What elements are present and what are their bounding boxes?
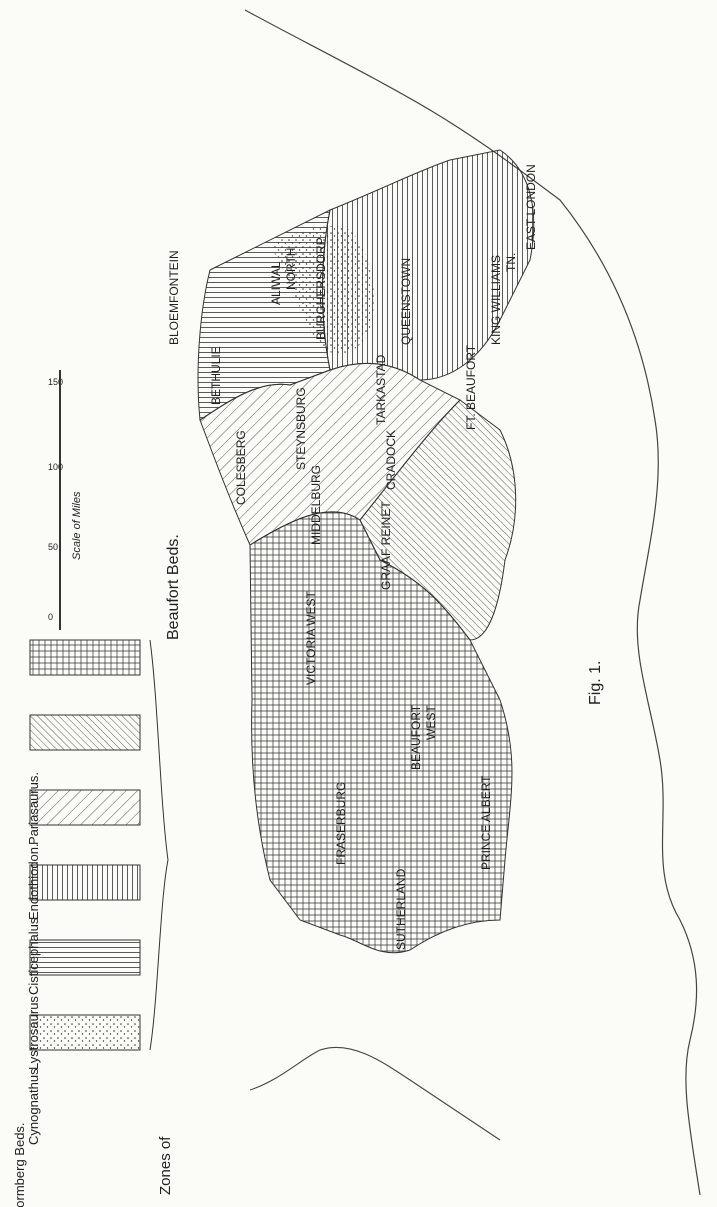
place-graaf-reinet: GRAAF REINET: [379, 501, 393, 590]
legend-swatch-stormberg-beds: [29, 1014, 141, 1051]
figure-label: Fig. 1.: [587, 661, 604, 705]
place-king-williams: KING WILLIAMS: [489, 255, 503, 345]
place-tn: TN.: [504, 253, 518, 272]
place-east-london: EAST LONDON: [524, 164, 538, 250]
legend: Stormberg Beds. Cynognathus Lystrosaurus…: [12, 534, 182, 1207]
legend-label-pariasaurus: Pariasaurus.: [26, 772, 41, 845]
place-steynsburg: STEYNSBURG: [294, 387, 308, 470]
place-cradock: CRADOCK: [384, 430, 398, 490]
legend-swatch-lystrosaurus: [29, 864, 141, 901]
legend-swatch-cisticephalus: [29, 789, 141, 826]
place-sutherland: SUTHERLAND: [394, 868, 408, 950]
scale-tick-100: 100: [48, 462, 63, 472]
place-fraserburg: FRASERBURG: [334, 782, 348, 865]
place-bloemfontein: BLOEMFONTEIN: [167, 250, 181, 345]
legend-swatch-endothiodon: [29, 714, 141, 751]
place-west: WEST: [424, 705, 438, 740]
place-queenstown: QUEENSTOWN: [399, 258, 413, 345]
legend-swatch-pariasaurus: [29, 639, 141, 676]
place-aliwal: ALIWAL: [269, 261, 283, 305]
place-bethulie: BETHULIE: [209, 346, 223, 405]
legend-group-title: Beaufort Beds.: [165, 534, 182, 640]
place-north: NORTH: [284, 248, 298, 290]
legend-label-stormberg-beds: Stormberg Beds.: [12, 1122, 27, 1207]
place-prince-albert: PRINCE ALBERT: [479, 775, 493, 870]
place-ft-beaufort: FT. BEAUFORT: [464, 344, 478, 430]
place-burghersdorp: BURGHERSDORP: [314, 237, 328, 340]
scale-tick-150: 150: [48, 377, 63, 387]
place-beaufort: BEAUFORT: [409, 704, 423, 770]
place-colesberg: COLESBERG: [234, 430, 248, 505]
legend-group-prefix: Zones of: [157, 1136, 174, 1195]
legend-swatch-cynognathus: [29, 939, 141, 976]
scale-tick-0: 0: [48, 612, 53, 622]
legend-label-lystrosaurus: Lystrosaurus: [26, 996, 41, 1070]
legend-label-cynognathus: Cynognathus: [26, 1068, 41, 1145]
scale-tick-50: 50: [48, 542, 58, 552]
place-labels: BLOEMFONTEIN ALIWAL NORTH BETHULIE BURGH…: [167, 164, 538, 950]
place-tarkastad: TARKASTAD: [374, 354, 388, 425]
stormberg-beds-zone: [270, 225, 374, 354]
scale-caption: Scale of Miles: [71, 491, 83, 560]
legend-label-endothiodon: Endothiodon.: [26, 843, 41, 920]
legend-brace: [149, 639, 169, 1051]
coastline: [244, 9, 701, 1196]
legend-label-cisticephalus: Cisticephalus: [26, 917, 41, 995]
coastline-west: [249, 1046, 501, 1141]
place-victoria-west: VICTORIA WEST: [304, 591, 318, 685]
place-middelburg: MIDDELBURG: [309, 465, 323, 545]
scale-bar: Scale of Miles 0 50 100 150: [48, 370, 83, 630]
